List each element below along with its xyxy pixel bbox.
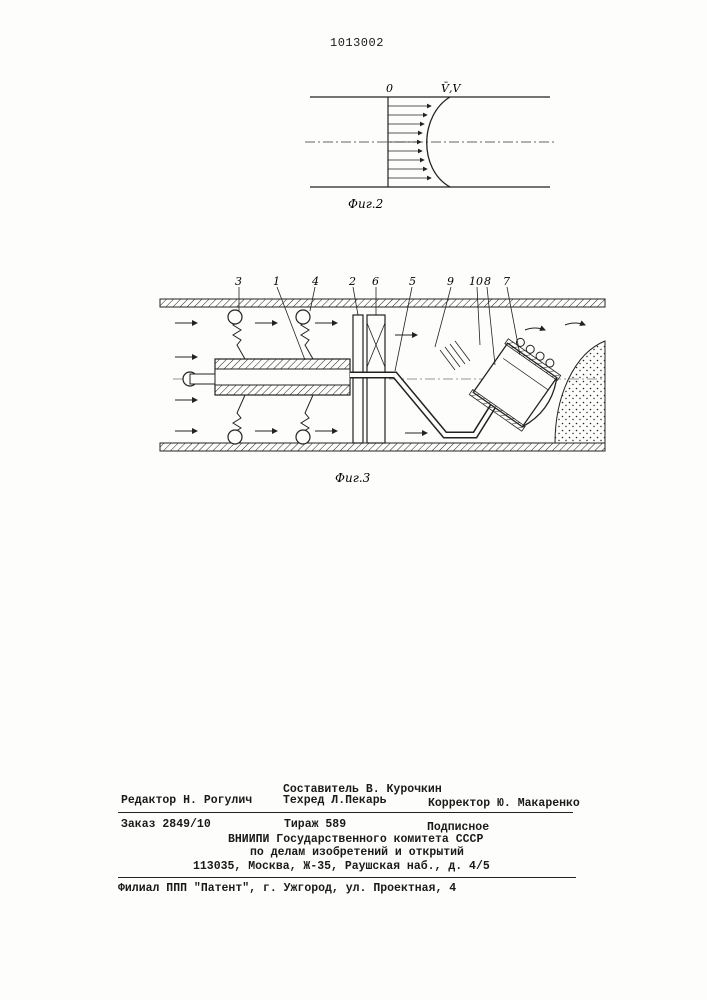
editor: Редактор Н. Рогулич: [121, 794, 252, 807]
divider: [118, 812, 573, 813]
circulation: Тираж 589: [284, 818, 346, 831]
order: Заказ 2849/10: [121, 818, 211, 831]
org-line-2: по делам изобретений и открытий: [250, 846, 464, 859]
techred: Техред Л.Пекарь: [283, 794, 387, 807]
address: 113035, Москва, Ж-35, Раушская наб., д. …: [193, 860, 490, 873]
org-line-1: ВНИИПИ Государственного комитета СССР: [228, 833, 483, 846]
corrector: Корректор Ю. Макаренко: [428, 797, 580, 810]
branch: Филиал ППП "Патент", г. Ужгород, ул. Про…: [118, 882, 456, 895]
divider: [118, 877, 576, 878]
